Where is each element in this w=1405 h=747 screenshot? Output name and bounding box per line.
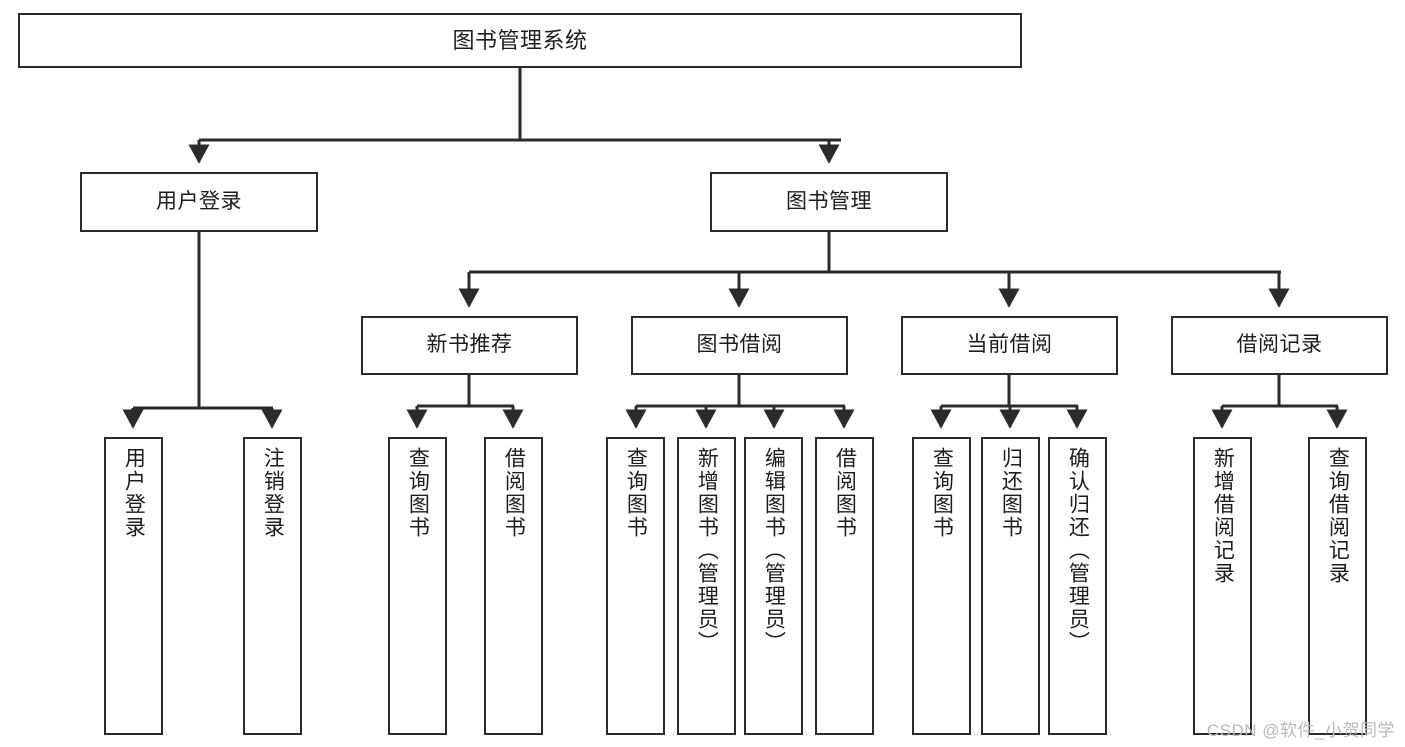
leaf-record-query-label: 查询借阅记录 bbox=[1326, 447, 1350, 585]
node-book-manage-label: 图书管理 bbox=[786, 189, 872, 213]
leaf-logout[interactable]: 注销登录 bbox=[243, 437, 302, 735]
node-root[interactable]: 图书管理系统 bbox=[18, 13, 1022, 68]
leaf-newbook-query-book-label: 查询图书 bbox=[406, 447, 430, 539]
node-book-manage[interactable]: 图书管理 bbox=[710, 172, 948, 232]
leaf-borrow-query-book[interactable]: 查询图书 bbox=[606, 437, 665, 735]
leaf-record-add-label: 新增借阅记录 bbox=[1211, 447, 1235, 585]
csdn-watermark: CSDN @软件_小贺同学 bbox=[1206, 721, 1395, 740]
leaf-newbook-borrow-book[interactable]: 借阅图书 bbox=[484, 437, 543, 735]
leaf-user-login-label: 用户登录 bbox=[122, 447, 146, 539]
node-user-login[interactable]: 用户登录 bbox=[80, 172, 318, 232]
leaf-current-return-book-label: 归还图书 bbox=[999, 447, 1023, 539]
leaf-record-query[interactable]: 查询借阅记录 bbox=[1308, 437, 1367, 735]
node-user-login-label: 用户登录 bbox=[156, 189, 242, 213]
leaf-borrow-query-book-label: 查询图书 bbox=[624, 447, 648, 539]
node-new-book-recommend[interactable]: 新书推荐 bbox=[361, 316, 578, 375]
node-book-borrow[interactable]: 图书借阅 bbox=[631, 316, 848, 375]
leaf-newbook-query-book[interactable]: 查询图书 bbox=[388, 437, 447, 735]
leaf-borrow-borrow-book[interactable]: 借阅图书 bbox=[815, 437, 874, 735]
node-new-book-recommend-label: 新书推荐 bbox=[426, 333, 513, 357]
leaf-current-return-book[interactable]: 归还图书 bbox=[981, 437, 1040, 735]
leaf-current-confirm-return-label: 确认归还（管理员） bbox=[1066, 447, 1090, 654]
node-borrow-record[interactable]: 借阅记录 bbox=[1171, 316, 1388, 375]
leaf-borrow-add-book-label: 新增图书（管理员） bbox=[695, 447, 719, 654]
leaf-logout-label: 注销登录 bbox=[261, 447, 285, 539]
node-current-borrow[interactable]: 当前借阅 bbox=[901, 316, 1118, 375]
leaf-user-login[interactable]: 用户登录 bbox=[104, 437, 163, 735]
leaf-current-confirm-return[interactable]: 确认归还（管理员） bbox=[1048, 437, 1107, 735]
leaf-record-add[interactable]: 新增借阅记录 bbox=[1193, 437, 1252, 735]
leaf-borrow-borrow-book-label: 借阅图书 bbox=[833, 447, 857, 539]
leaf-newbook-borrow-book-label: 借阅图书 bbox=[502, 447, 526, 539]
leaf-current-query-book[interactable]: 查询图书 bbox=[912, 437, 971, 735]
node-root-label: 图书管理系统 bbox=[452, 27, 588, 53]
node-book-borrow-label: 图书借阅 bbox=[696, 333, 783, 357]
leaf-borrow-add-book[interactable]: 新增图书（管理员） bbox=[677, 437, 736, 735]
leaf-borrow-edit-book[interactable]: 编辑图书（管理员） bbox=[744, 437, 803, 735]
leaf-borrow-edit-book-label: 编辑图书（管理员） bbox=[762, 447, 786, 654]
node-current-borrow-label: 当前借阅 bbox=[966, 333, 1053, 357]
node-borrow-record-label: 借阅记录 bbox=[1236, 333, 1323, 357]
leaf-current-query-book-label: 查询图书 bbox=[930, 447, 954, 539]
